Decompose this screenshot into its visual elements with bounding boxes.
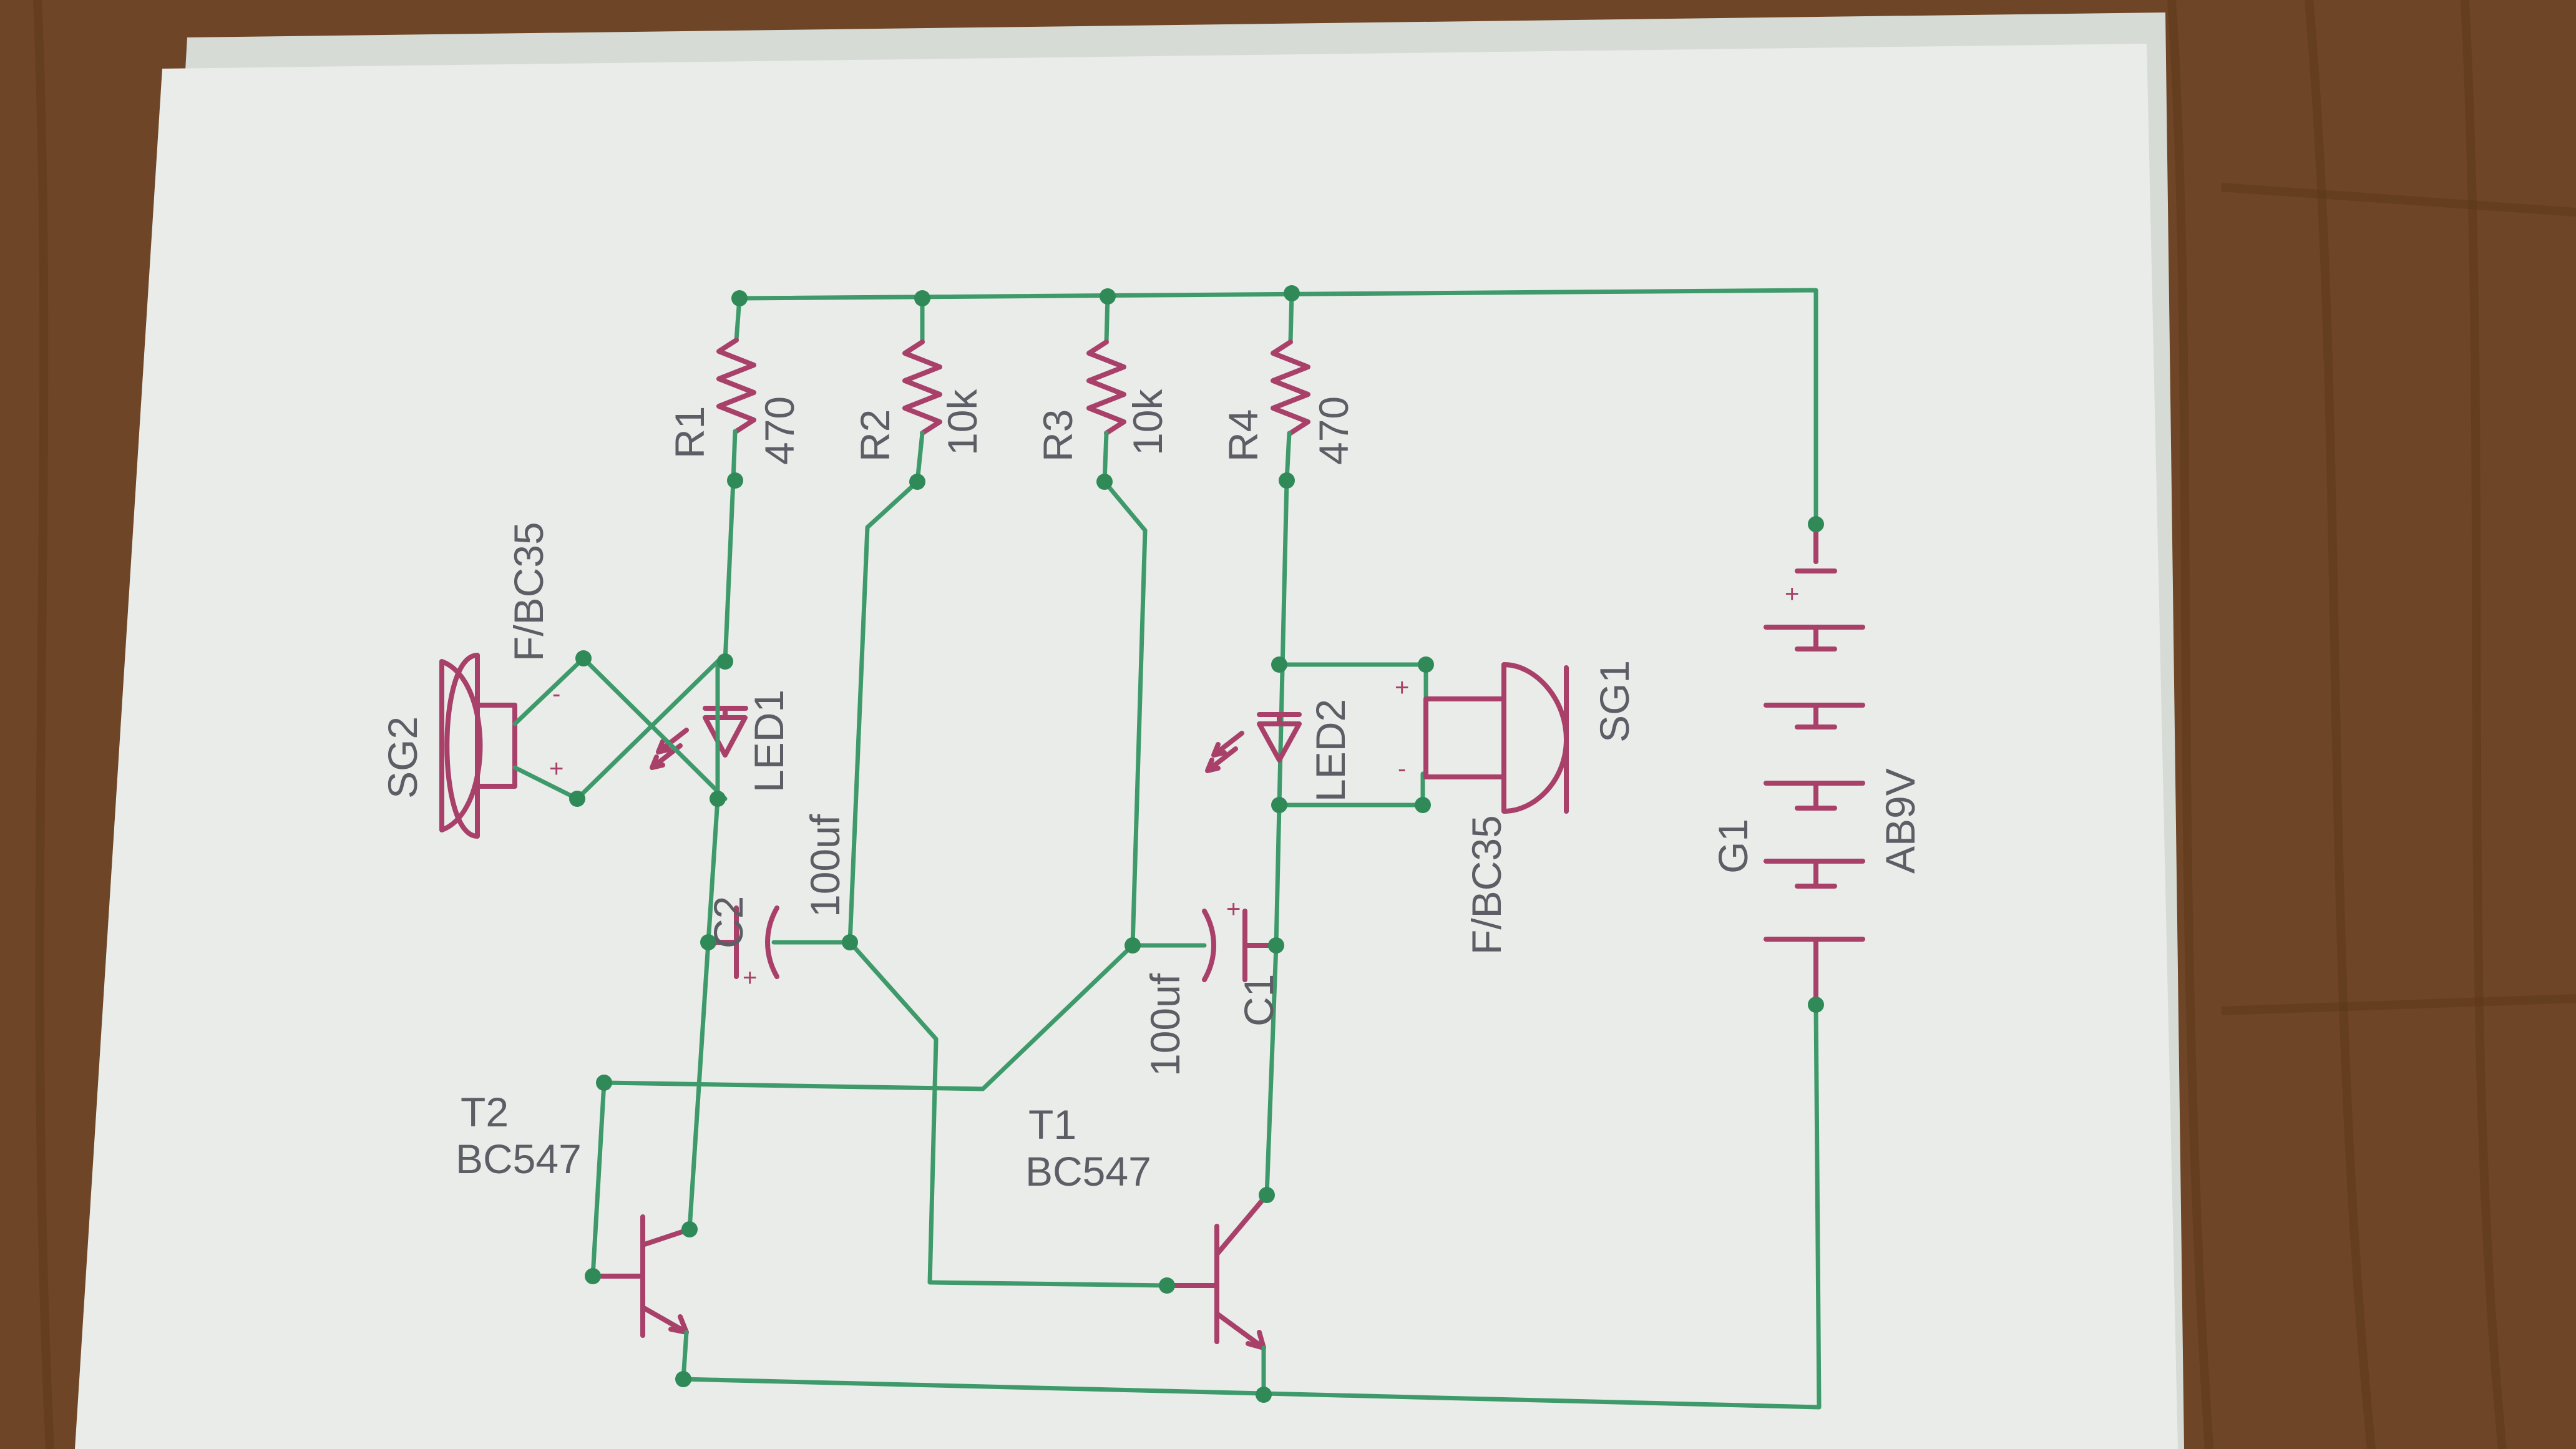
buzzer-sg2-housing	[439, 659, 483, 832]
sg2-value: F/BC35	[505, 522, 552, 661]
c1-label: C1	[1236, 974, 1282, 1027]
transistor-t2	[590, 1214, 692, 1338]
labels: R1 470 R2 10k R3 10k R4 470 LED1 LED2 C2…	[379, 389, 1923, 1076]
led2-symbol	[1257, 712, 1302, 763]
schematic-diagram: + + + - + -	[379, 285, 1923, 1410]
sg1-minus: -	[1398, 755, 1406, 783]
led2-arrows	[1205, 731, 1244, 773]
c1-value: 100uf	[1142, 973, 1188, 1076]
sg2-label: SG2	[379, 716, 426, 799]
wire-r2-bottom	[847, 431, 925, 945]
sg1-plus: +	[1395, 674, 1409, 701]
resistor-r4	[1271, 339, 1310, 436]
junctions	[569, 285, 1824, 1403]
sg2-plus: +	[549, 755, 564, 783]
g1-plus: +	[1785, 580, 1799, 608]
led1-arrows	[650, 728, 689, 770]
r3-label: R3	[1035, 409, 1081, 462]
wire-r3-bottom	[1102, 431, 1148, 948]
wood-grain	[33, 0, 2576, 1449]
g1-label: G1	[1710, 819, 1756, 874]
r2-value: 10k	[939, 389, 985, 456]
t2-value: BC547	[456, 1136, 582, 1182]
t2-label: T2	[461, 1089, 509, 1135]
led1-symbol	[703, 706, 748, 758]
sg2-minus: -	[552, 680, 560, 708]
sg1-value: F/BC35	[1463, 815, 1510, 955]
wire-positive-rail	[737, 288, 1818, 527]
resistor-r3	[1086, 339, 1126, 436]
t1-value: BC547	[1025, 1148, 1151, 1194]
r1-value: 470	[756, 396, 803, 465]
sg1-label: SG1	[1591, 660, 1637, 743]
paper-sheet	[75, 44, 2178, 1449]
wire-c2-t1base	[771, 940, 1169, 1288]
resistor-r1	[716, 338, 756, 434]
buzzer-sg2	[444, 653, 517, 839]
r1-label: R1	[666, 406, 713, 459]
wire-r4-top	[1288, 291, 1294, 344]
wire-negative-rail	[681, 1002, 1822, 1410]
c2-label: C2	[705, 896, 751, 949]
r2-label: R2	[852, 409, 898, 462]
r4-label: R4	[1220, 409, 1266, 462]
wire-c1-t2base	[590, 943, 1135, 1279]
led1-label: LED1	[746, 690, 792, 793]
c1-plus: +	[1226, 895, 1241, 923]
g1-value: AB9V	[1877, 768, 1923, 874]
transistor-t1	[1164, 1193, 1269, 1350]
c2-plus: +	[743, 964, 757, 992]
c2-value: 100uf	[802, 814, 848, 917]
t1-label: T1	[1028, 1101, 1076, 1148]
led2-label: LED2	[1307, 699, 1354, 802]
resistor-r2	[902, 339, 942, 436]
r3-value: 10k	[1125, 389, 1171, 456]
wire-sg2	[512, 656, 728, 801]
r4-value: 470	[1310, 396, 1357, 465]
